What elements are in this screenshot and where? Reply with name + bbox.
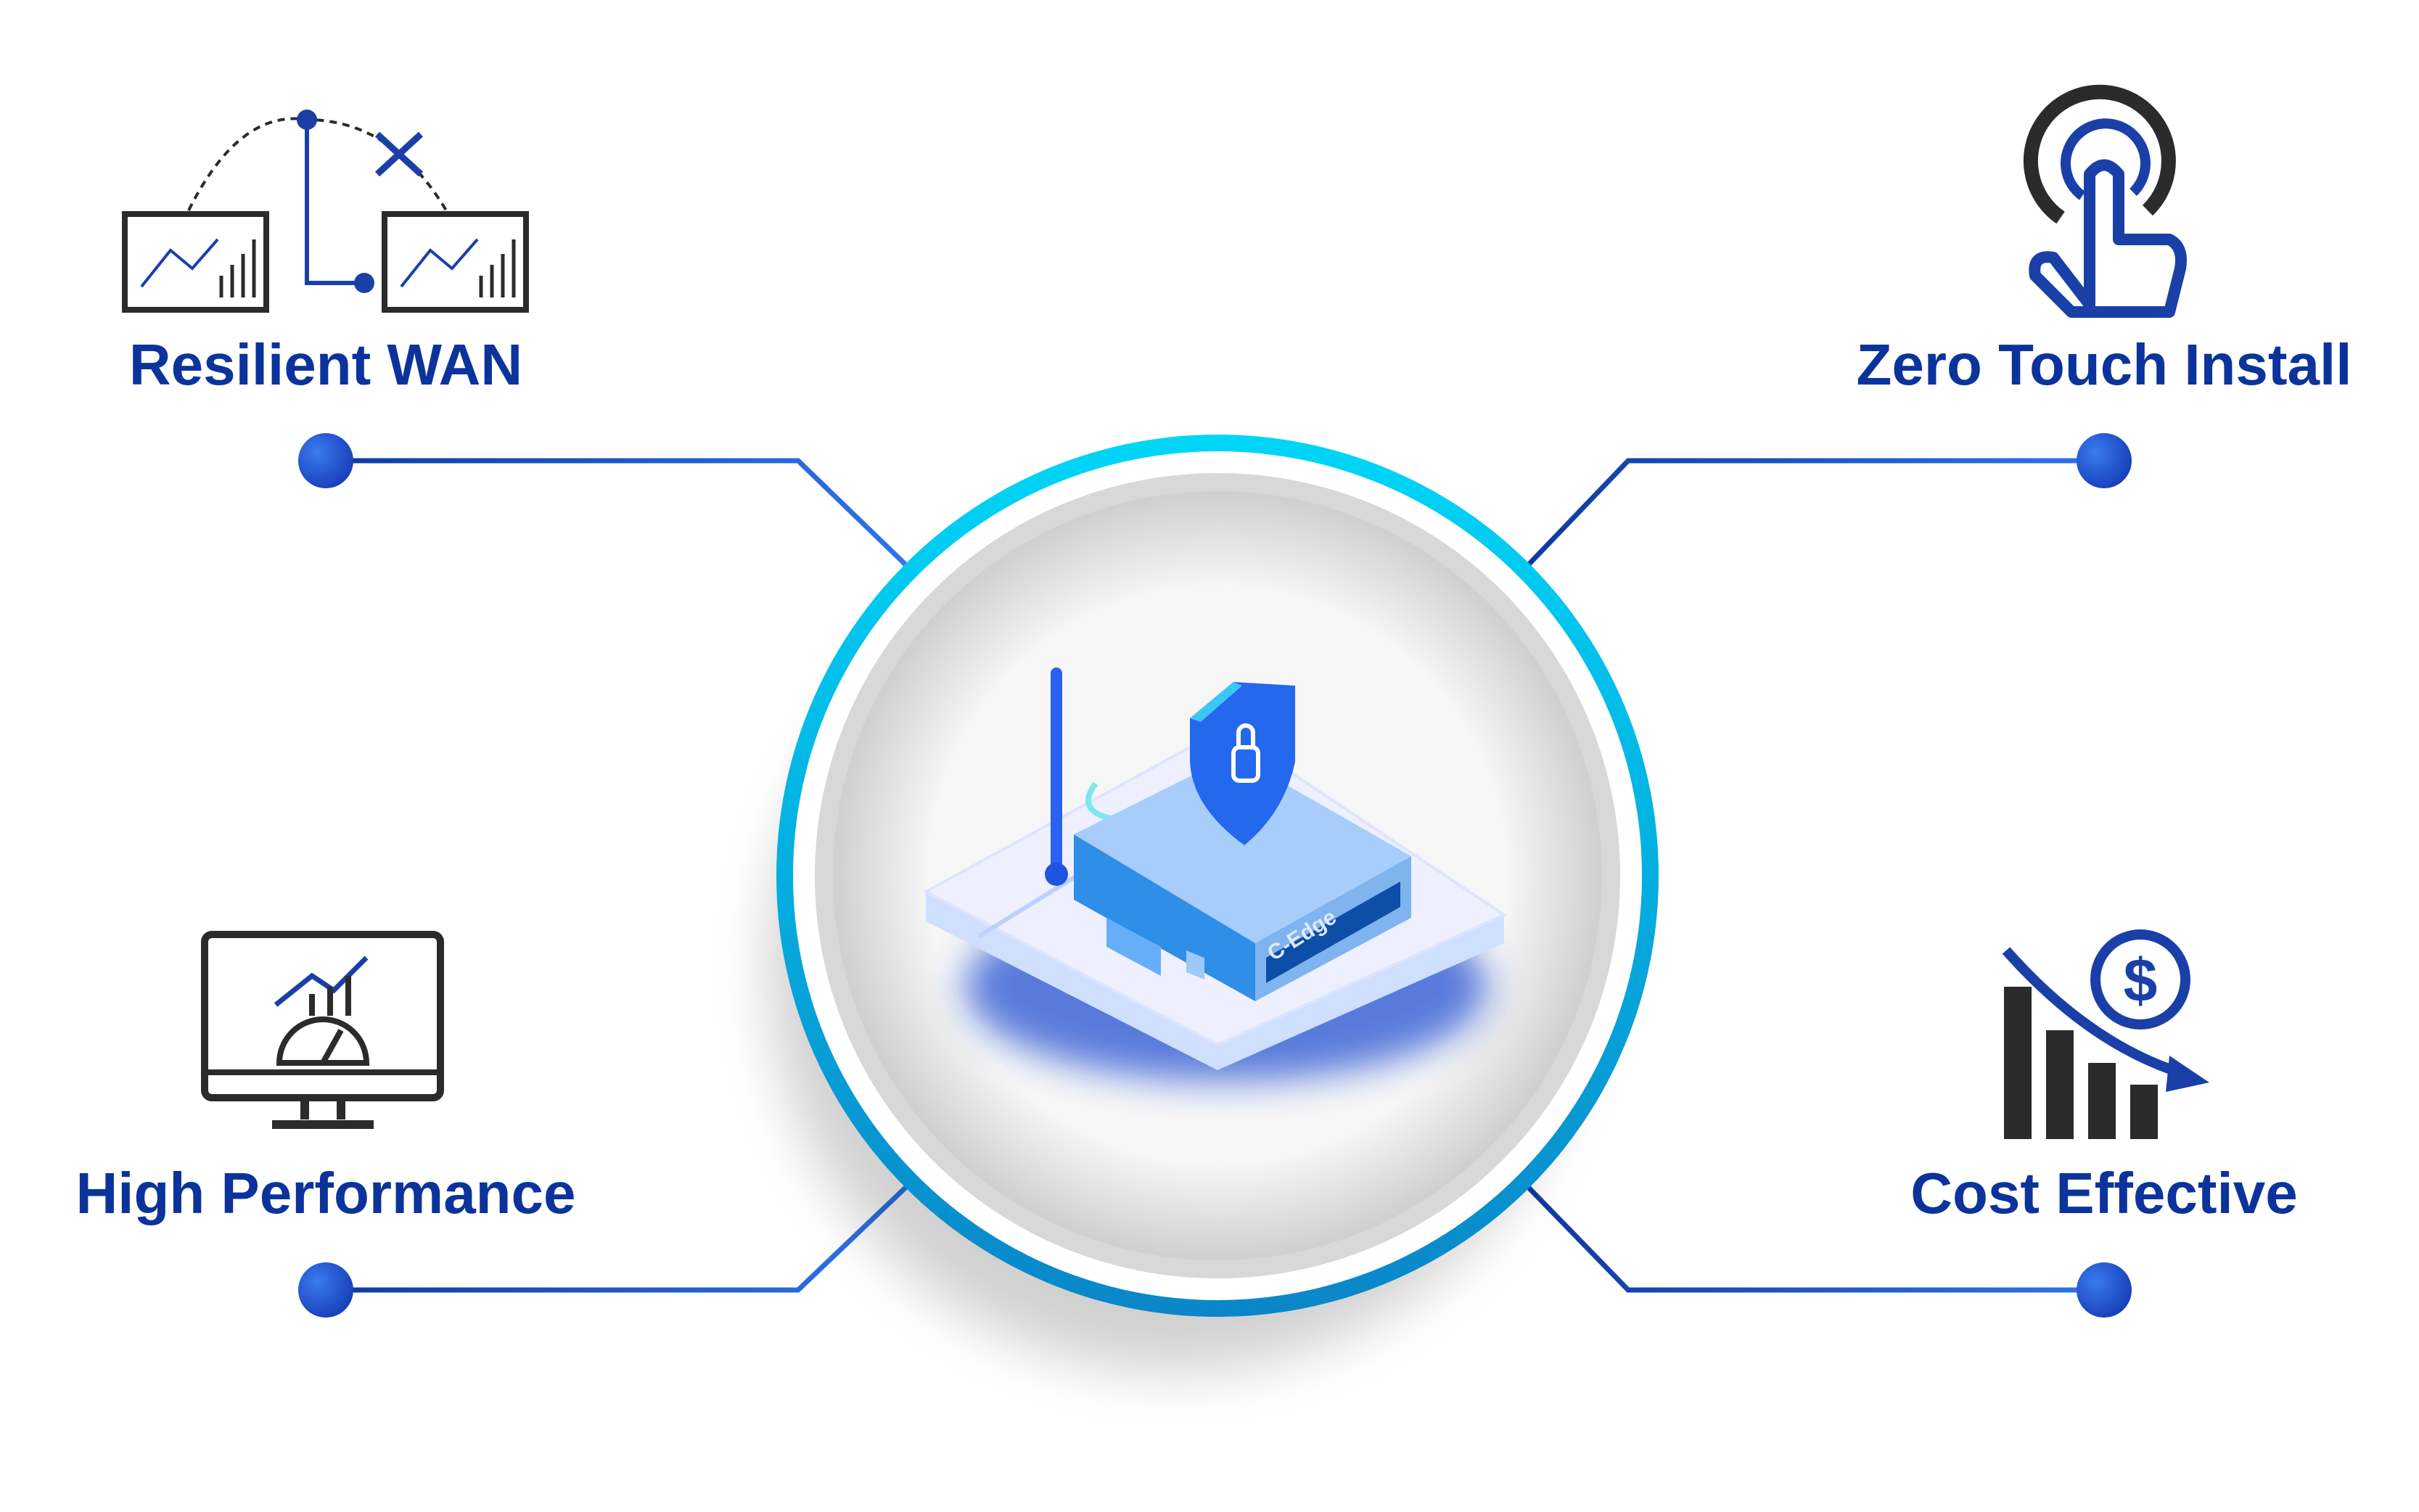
secure-router-icon: C-Edge xyxy=(924,667,1506,1081)
connector-resilient-wan xyxy=(298,433,909,568)
performance-monitor-icon xyxy=(201,931,444,1129)
network-failover-icon xyxy=(122,110,529,313)
touch-hand-icon xyxy=(2023,84,2187,318)
feature-label-zero-touch-install: Zero Touch Install xyxy=(1856,332,2352,397)
connector-cost-effective xyxy=(1525,1184,2132,1318)
connector-dot xyxy=(2077,433,2132,488)
feature-label-resilient-wan: Resilient WAN xyxy=(129,332,522,397)
connector-dot xyxy=(2077,1262,2132,1318)
cost-reduction-chart-icon: $ xyxy=(2002,929,2209,1139)
connector-dot xyxy=(298,433,353,488)
connector-dot xyxy=(298,1262,353,1318)
feature-label-cost-effective: Cost Effective xyxy=(1910,1161,2297,1225)
connector-zero-touch-install xyxy=(1525,433,2132,568)
svg-text:$: $ xyxy=(2124,946,2158,1014)
feature-label-high-performance: High Performance xyxy=(75,1161,575,1225)
